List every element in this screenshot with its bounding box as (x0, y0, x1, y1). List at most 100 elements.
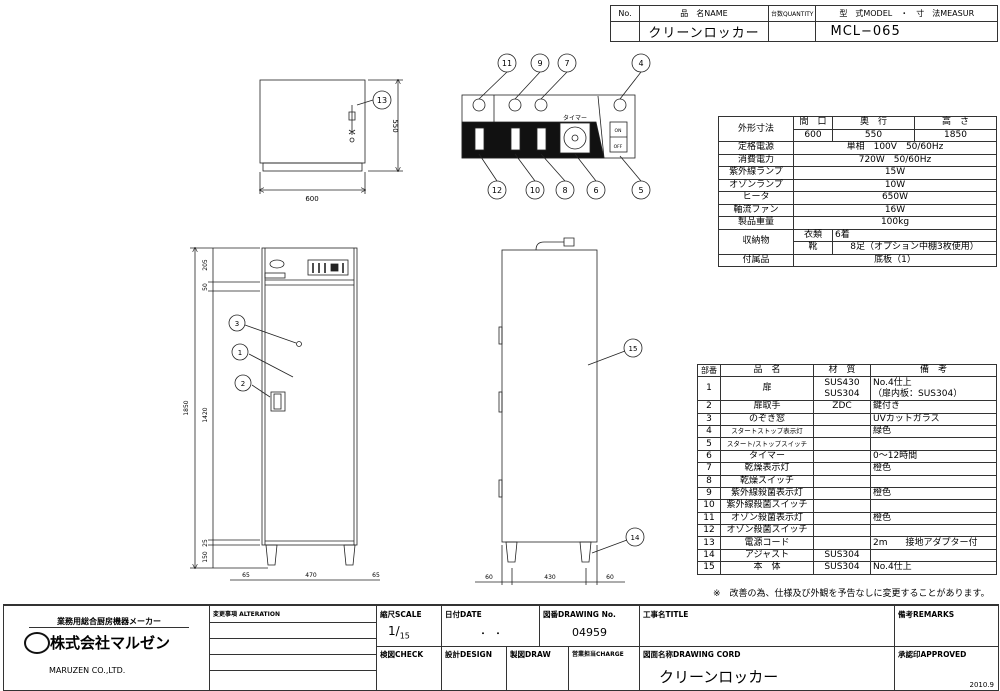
revision-date: 2010.9 (969, 681, 995, 689)
on-label: ON (615, 128, 622, 134)
dim-v: 205 (202, 259, 209, 271)
parts-header: 品 名 (720, 363, 814, 378)
callout-1: 1 (238, 349, 242, 357)
callout-circle (586, 180, 606, 200)
callout-top: 9 (537, 59, 542, 68)
parts-header: 備 考 (870, 363, 997, 378)
dim-top-depth: 550 (391, 119, 399, 132)
dim-top-width: 600 (305, 195, 318, 203)
part-name: 本 体 (720, 561, 814, 575)
callout-bottom: 5 (638, 186, 643, 195)
charge-label: 営業担当CHARGE (568, 646, 639, 690)
callout-13: 13 (377, 96, 387, 105)
approved-label: 承認印APPROVED (894, 646, 998, 690)
spec-accessory-label: 付属品 (718, 253, 794, 267)
drawing-no-label: 図番DRAWING No. (543, 610, 616, 619)
header-table: No. 品 名NAME 台数QUANTITY 型 式MODEL ・ 寸 法MEA… (610, 5, 998, 42)
callout-top: 7 (564, 59, 569, 68)
dim-h: 430 (544, 574, 556, 581)
off-label: OFF (614, 144, 623, 150)
dim-h: 60 (606, 574, 614, 581)
footnote: ※ 改善の為、仕様及び外観を予告なしに変更することがあります。 (713, 589, 990, 599)
part-name: オゾン殺菌表示灯 (720, 511, 814, 526)
part-note: No.4仕上 (870, 561, 997, 575)
callout-2: 2 (241, 380, 245, 388)
company-name-jp: 株式会社マルゼン (50, 634, 171, 652)
part-no: 14 (697, 548, 721, 563)
callout-top: 4 (638, 59, 643, 68)
date-value: ・ ・ (479, 629, 502, 638)
dim-h: 470 (305, 572, 317, 579)
leader-line (619, 71, 642, 100)
dim-total-height: 1850 (183, 400, 190, 415)
scale-cell: 縮尺SCALE 1/15 (376, 606, 441, 646)
design-label: 設計DESIGN (441, 646, 506, 690)
dim-v: 1420 (202, 407, 209, 422)
callout-bottom: 6 (593, 186, 598, 195)
drawing-no: 04959 (572, 626, 607, 639)
leader-line (514, 71, 541, 100)
callout-circle (631, 53, 651, 73)
drawing-cord-value: クリーンロッカー (659, 668, 779, 686)
dim-v: 25 (202, 539, 209, 547)
control-panel-view: タイマー ON OFF 11 9 7 4 12 10 8 6 5 (461, 53, 651, 200)
part-name: オゾン殺菌スイッチ (720, 524, 814, 538)
spec-table: 外形寸法 間 口 奥 行 高 さ 600 550 1850 定格電源単相 100… (718, 116, 998, 267)
leader-line (514, 153, 536, 182)
leader-line (540, 71, 568, 100)
callout-top: 11 (502, 59, 512, 68)
maker-tagline: 業務用総合厨房機器メーカー (29, 616, 189, 628)
top-view: 600 550 13 (260, 80, 403, 203)
leader-line (540, 153, 566, 182)
part-note: 橙色 (870, 511, 997, 526)
check-label: 検図CHECK (376, 646, 441, 690)
callout-bottom: 8 (562, 186, 567, 195)
leader-line (478, 71, 508, 100)
drawing-cord-label: 図面名称DRAWING CORD (643, 650, 741, 659)
callout-bottom: 12 (492, 186, 502, 195)
spec-dims-label: 外形寸法 (718, 116, 794, 142)
part-note: 2m 接地アダプター付 (870, 536, 997, 550)
dim-h: 65 (372, 572, 380, 579)
front-view: 1850 205 50 1420 25 150 65 470 65 3 1 2 (183, 248, 380, 581)
title-label: 工事名TITLE (639, 606, 894, 646)
remarks-label: 備考REMARKS (894, 606, 998, 646)
date-label: 日付DATE (445, 610, 482, 619)
leader-line (478, 153, 498, 182)
part-material: SUS304 (813, 548, 871, 563)
company-logo-icon (24, 632, 50, 654)
company-name-en: MARUZEN CO.,LTD. (49, 666, 126, 675)
part-material: SUS304 (813, 561, 871, 575)
date-cell: 日付DATE ・ ・ (441, 606, 539, 646)
alteration-cell: 変更事項 ALTERATION (209, 606, 377, 690)
title-block: 業務用総合厨房機器メーカー 株式会社マルゼン MARUZEN CO.,LTD. … (3, 604, 999, 691)
spec-width-label: 間 口 (793, 116, 833, 130)
callout-circle (555, 180, 575, 200)
model-number: MCL−065 (815, 21, 998, 42)
scale-label: 縮尺SCALE (380, 610, 422, 619)
callout-14: 14 (631, 534, 640, 542)
part-note (870, 548, 997, 563)
timer-label: タイマー (563, 114, 587, 122)
callout-circle (557, 53, 577, 73)
dim-h: 65 (242, 572, 250, 579)
part-note: No.4仕上 (870, 376, 997, 389)
parts-table: 部番 品 名 材 質 備 考 1 扉 SUS430 No.4仕上 SUS304 … (697, 363, 997, 575)
dim-h: 60 (485, 574, 493, 581)
callout-bottom: 10 (530, 186, 540, 195)
scale-numerator: 1 (388, 624, 396, 638)
callout-15: 15 (629, 345, 638, 353)
spec-accessory-value: 底板（1） (793, 253, 997, 267)
callout-circle (530, 53, 550, 73)
drawing-no-cell: 図番DRAWING No. 04959 (539, 606, 639, 646)
draw-label: 製図DRAW (506, 646, 568, 690)
